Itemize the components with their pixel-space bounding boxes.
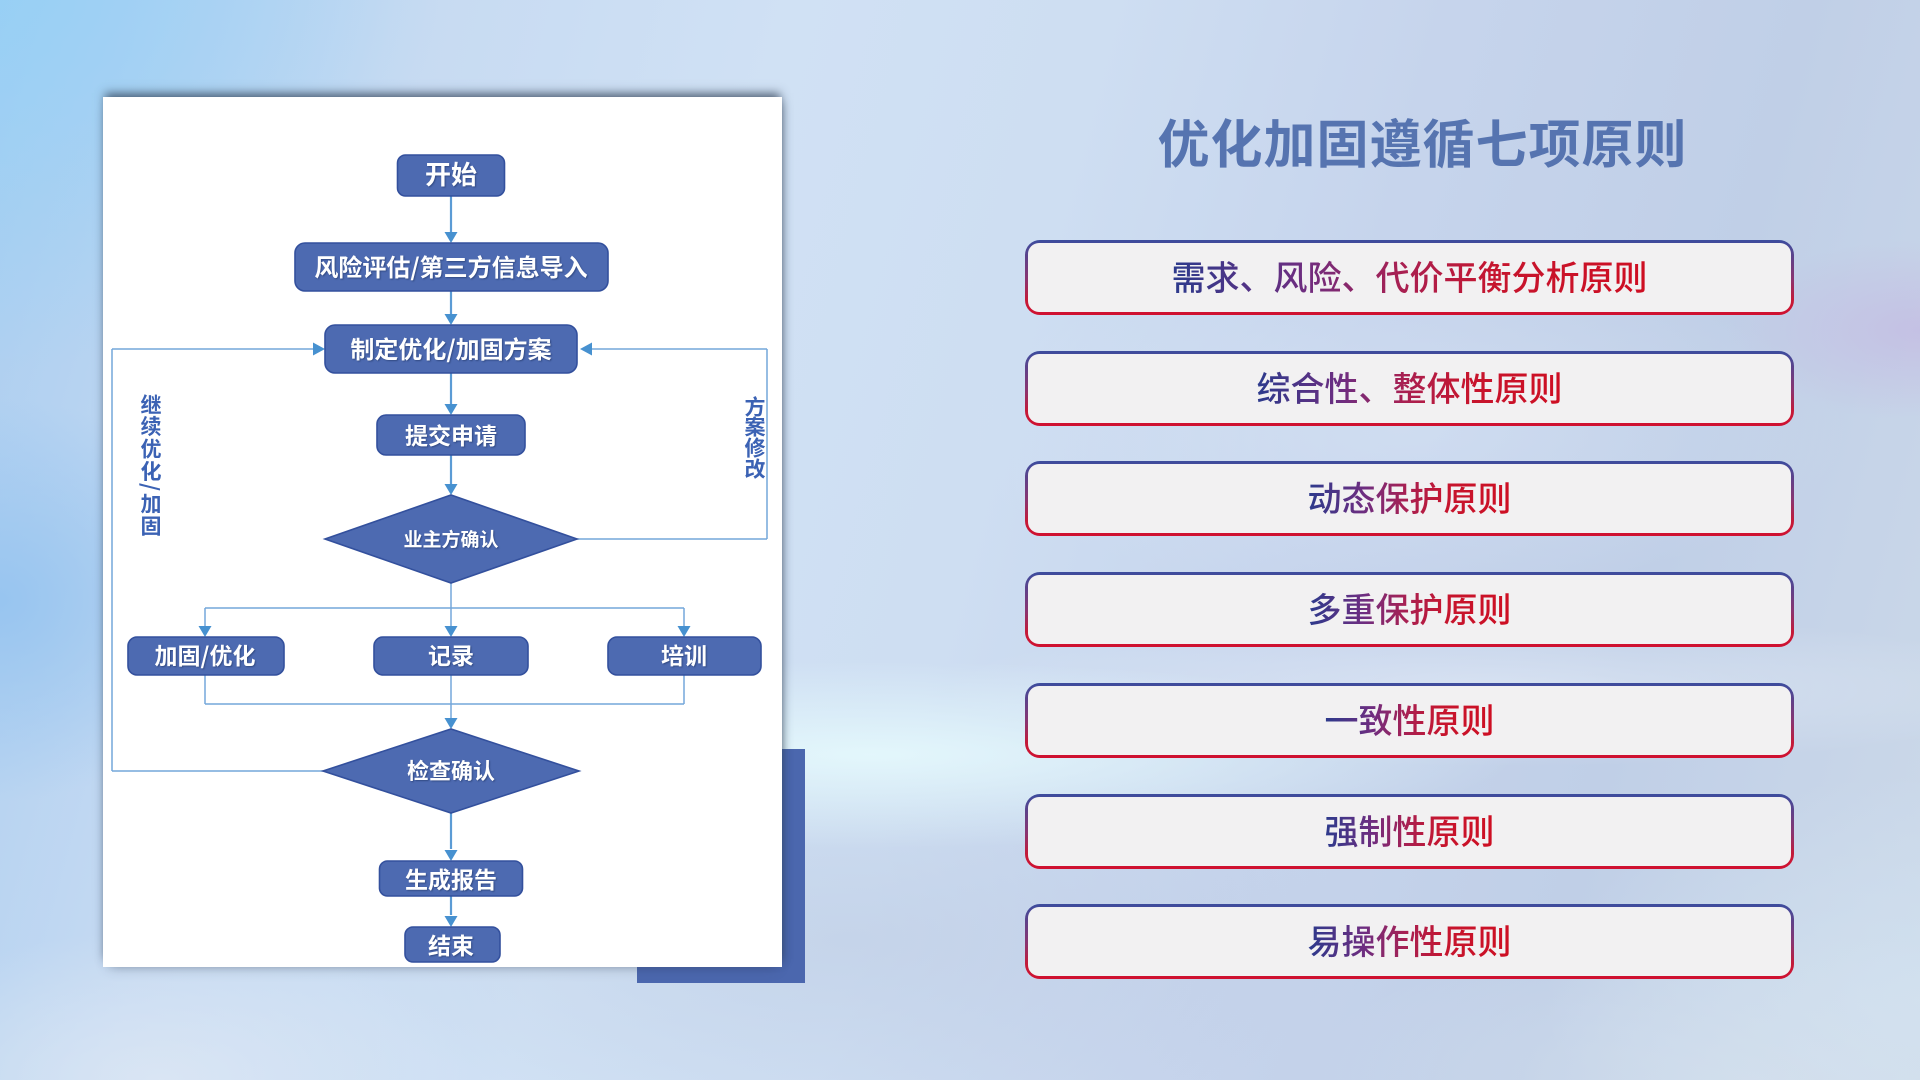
svg-text:开始: 开始 xyxy=(425,155,477,192)
svg-text:制定优化/加固方案: 制定优化/加固方案 xyxy=(350,330,551,365)
svg-text:生成报告: 生成报告 xyxy=(405,861,497,895)
svg-text:业主方确认: 业主方确认 xyxy=(403,525,498,552)
svg-text:提交申请: 提交申请 xyxy=(405,417,497,451)
svg-text:结束: 结束 xyxy=(428,927,474,961)
svg-text:记录: 记录 xyxy=(428,637,474,671)
svg-text:检查确认: 检查确认 xyxy=(407,754,495,786)
svg-text:风险评估/第三方信息导入: 风险评估/第三方信息导入 xyxy=(314,248,587,283)
svg-text:培训: 培训 xyxy=(661,637,707,671)
svg-text:加固/优化: 加固/优化 xyxy=(155,637,256,671)
